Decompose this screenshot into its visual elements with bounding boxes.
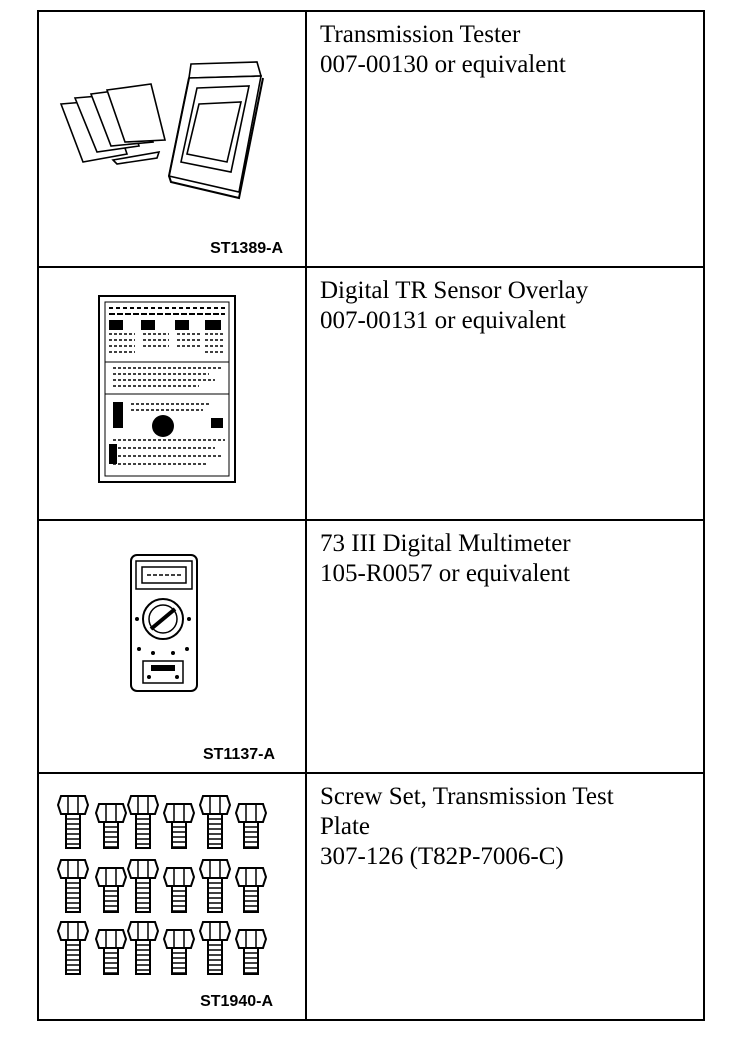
tool-name: 73 III Digital Multimeter xyxy=(320,530,571,557)
illustration-cell xyxy=(39,268,307,519)
long-screw-icon xyxy=(126,859,160,913)
table-row: ST1389-A Transmission Tester 007-00130 o… xyxy=(39,12,703,266)
tool-number: 105-R0057 or equivalent xyxy=(320,560,570,587)
short-screw-icon xyxy=(94,803,128,849)
short-screw-icon xyxy=(162,929,196,975)
tool-name: Screw Set, Transmission Test xyxy=(320,783,614,810)
long-screw-icon xyxy=(56,795,90,849)
tool-name: Transmission Tester xyxy=(320,21,521,48)
table-row: ST1940-A Screw Set, Transmission Test Pl… xyxy=(39,772,703,1019)
long-screw-icon xyxy=(126,795,160,849)
short-screw-icon xyxy=(234,929,268,975)
tool-number: 007-00131 or equivalent xyxy=(320,307,566,334)
tool-number: 307-126 (T82P-7006-C) xyxy=(320,843,564,870)
tool-number: 007-00130 or equivalent xyxy=(320,51,566,78)
long-screw-icon xyxy=(198,795,232,849)
description-cell: Transmission Tester 007-00130 or equival… xyxy=(307,12,703,266)
multimeter-illustration xyxy=(130,554,198,692)
long-screw-icon xyxy=(56,921,90,975)
tool-name: Digital TR Sensor Overlay xyxy=(320,277,589,304)
short-screw-icon xyxy=(94,867,128,913)
illustration-cell: ST1940-A xyxy=(39,774,307,1019)
description-cell: 73 III Digital Multimeter 105-R0057 or e… xyxy=(307,521,703,772)
short-screw-icon xyxy=(162,803,196,849)
short-screw-icon xyxy=(234,803,268,849)
long-screw-icon xyxy=(126,921,160,975)
table-row: ST1137-A 73 III Digital Multimeter 105-R… xyxy=(39,519,703,772)
long-screw-icon xyxy=(198,921,232,975)
tool-name-continued: Plate xyxy=(320,813,370,840)
screw-set-illustration xyxy=(56,795,268,975)
long-screw-icon xyxy=(56,859,90,913)
illustration-code-label: ST1137-A xyxy=(202,746,275,763)
table-row: Digital TR Sensor Overlay 007-00131 or e… xyxy=(39,266,703,519)
illustration-cell: ST1137-A xyxy=(39,521,307,772)
short-screw-icon xyxy=(94,929,128,975)
special-tools-table: ST1389-A Transmission Tester 007-00130 o… xyxy=(37,10,705,1021)
long-screw-icon xyxy=(198,859,232,913)
sensor-overlay-illustration xyxy=(98,295,236,483)
illustration-code-label: ST1389-A xyxy=(210,240,283,257)
illustration-cell: ST1389-A xyxy=(39,12,307,266)
transmission-tester-illustration xyxy=(59,61,264,200)
short-screw-icon xyxy=(162,867,196,913)
description-cell: Screw Set, Transmission Test Plate 307-1… xyxy=(307,774,703,1019)
illustration-code-label: ST1940-A xyxy=(200,993,273,1010)
short-screw-icon xyxy=(234,867,268,913)
description-cell: Digital TR Sensor Overlay 007-00131 or e… xyxy=(307,268,703,519)
